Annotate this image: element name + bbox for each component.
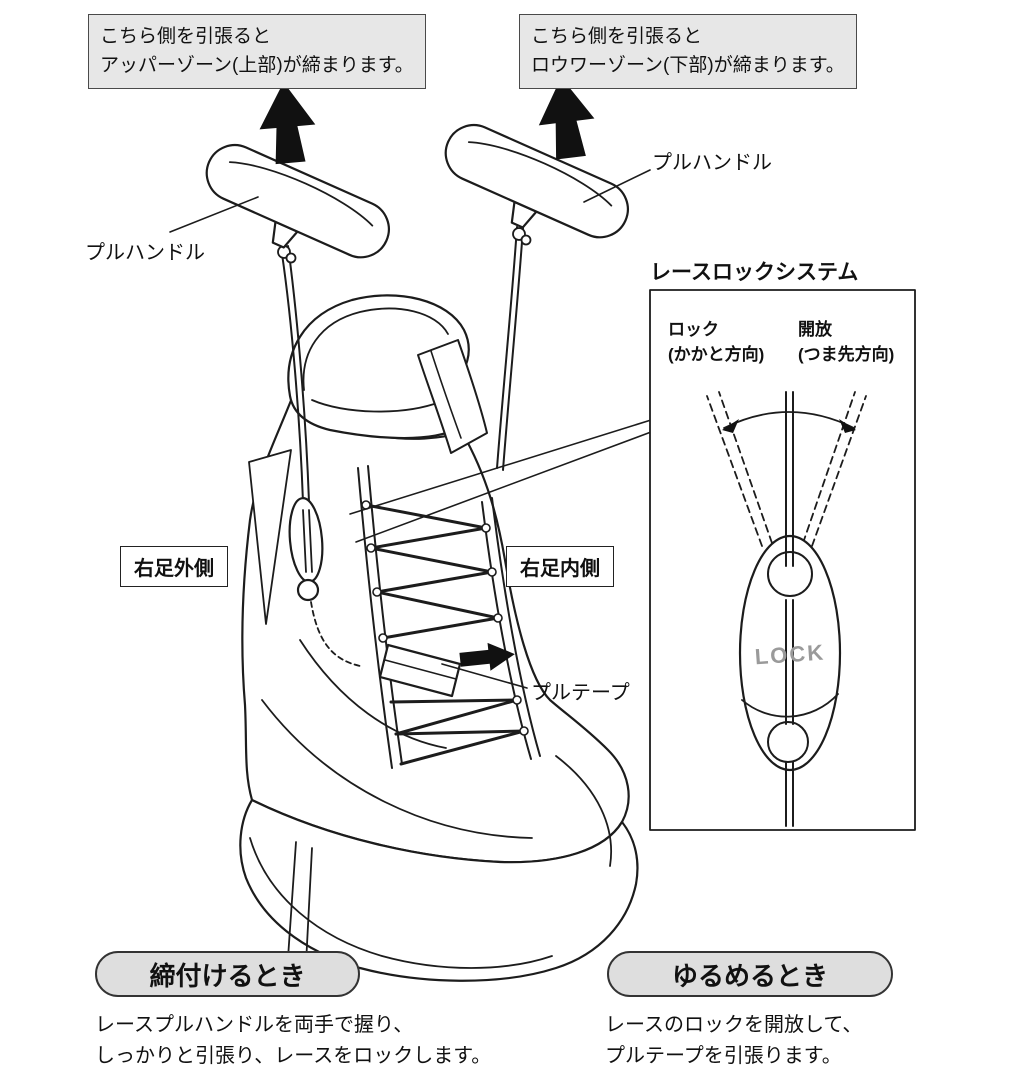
up-arrow-right <box>538 77 595 160</box>
lock-system-diagram <box>649 289 916 831</box>
pointer-lock-panel-top <box>349 419 652 515</box>
pointer-pull-tape <box>441 663 528 689</box>
lock-direction-label: ロック (かかと方向) <box>668 320 765 364</box>
callout-lower-line1: こちら側を引張ると <box>531 26 703 47</box>
pointer-pull-handle-left <box>169 196 259 233</box>
lace-lock-on-boot <box>288 497 324 602</box>
pointer-pull-handle-right <box>583 169 651 203</box>
release-direction-label: 開放 (つま先方向) <box>798 320 895 364</box>
pull-tape-label: プルテープ <box>531 682 630 704</box>
callout-lower-zone: こちら側を引張ると ロウワーゾーン(下部)が締まります。 <box>519 14 857 89</box>
pull-handle-left-shape <box>205 144 390 259</box>
pull-handle-left-label: プルハンドル <box>85 242 205 264</box>
up-arrow-left <box>259 82 316 165</box>
lock-system-title: レースロックシステム <box>650 261 859 284</box>
right-lace-string <box>496 226 524 471</box>
pull-handle-right-shape <box>444 124 629 239</box>
left-lace-string <box>280 245 310 503</box>
callout-upper-line2: アッパーゾーン(上部)が締まります。 <box>100 55 414 77</box>
callout-lower-line2: ロウワーゾーン(下部)が締まります。 <box>531 55 845 77</box>
right-foot-outer-label: 右足外側 <box>120 546 228 587</box>
lace-hooks <box>361 500 529 736</box>
callout-upper-zone: こちら側を引張ると アッパーゾーン(上部)が締まります。 <box>88 14 426 89</box>
pull-handle-right-label: プルハンドル <box>652 152 772 174</box>
pull-tape-arrow <box>459 642 515 671</box>
pull-tape-band <box>378 643 462 698</box>
boot-laces <box>364 503 526 766</box>
tighten-heading-pill: 締付けるとき <box>95 951 360 997</box>
right-foot-inner-label: 右足内側 <box>506 546 614 587</box>
callout-upper-line1: こちら側を引張ると <box>100 26 272 47</box>
pointer-lock-panel-bottom <box>355 431 652 543</box>
boot-illustration <box>239 294 639 982</box>
loosen-heading-pill: ゆるめるとき <box>607 951 893 997</box>
loosen-instructions: レースのロックを開放して、 プルテープを引張ります。 <box>605 1014 863 1067</box>
tighten-instructions: レースプルハンドルを両手で握り、 しっかりと引張り、レースをロックします。 <box>95 1014 492 1067</box>
heel-strap <box>417 339 488 454</box>
